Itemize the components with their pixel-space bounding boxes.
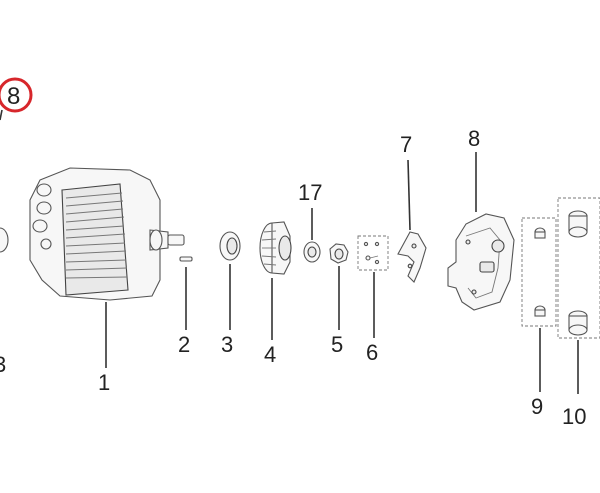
label-8: 8: [468, 126, 480, 151]
label-1: 1: [98, 370, 110, 395]
pin-set: [521, 217, 557, 327]
label-17: 17: [298, 180, 322, 205]
bushing-set: [557, 197, 600, 339]
label-10: 10: [562, 404, 586, 429]
label-9: 9: [531, 394, 543, 419]
label-7: 7: [400, 132, 412, 157]
pulley: [259, 221, 292, 275]
label-6: 6: [366, 340, 378, 365]
washer: [219, 231, 241, 261]
callout-leader: [0, 109, 3, 121]
label-2: 2: [178, 332, 190, 357]
label-4: 4: [264, 342, 276, 367]
end-cover: [447, 213, 515, 311]
retaining-ring: [303, 241, 321, 263]
bracket: [397, 231, 427, 283]
label-3: 3: [221, 332, 233, 357]
motor-housing: [29, 167, 185, 301]
edge-part: [0, 227, 9, 253]
key-pin: [179, 256, 193, 262]
highlighted-callout[interactable]: 8: [0, 77, 33, 121]
nut: [329, 243, 349, 264]
callout-label: 8: [7, 83, 20, 110]
screw-set: [357, 235, 389, 271]
leader-7: [407, 159, 411, 231]
label-5: 5: [331, 332, 343, 357]
callout-ring: [0, 77, 33, 113]
label-edge: 3: [0, 352, 6, 377]
